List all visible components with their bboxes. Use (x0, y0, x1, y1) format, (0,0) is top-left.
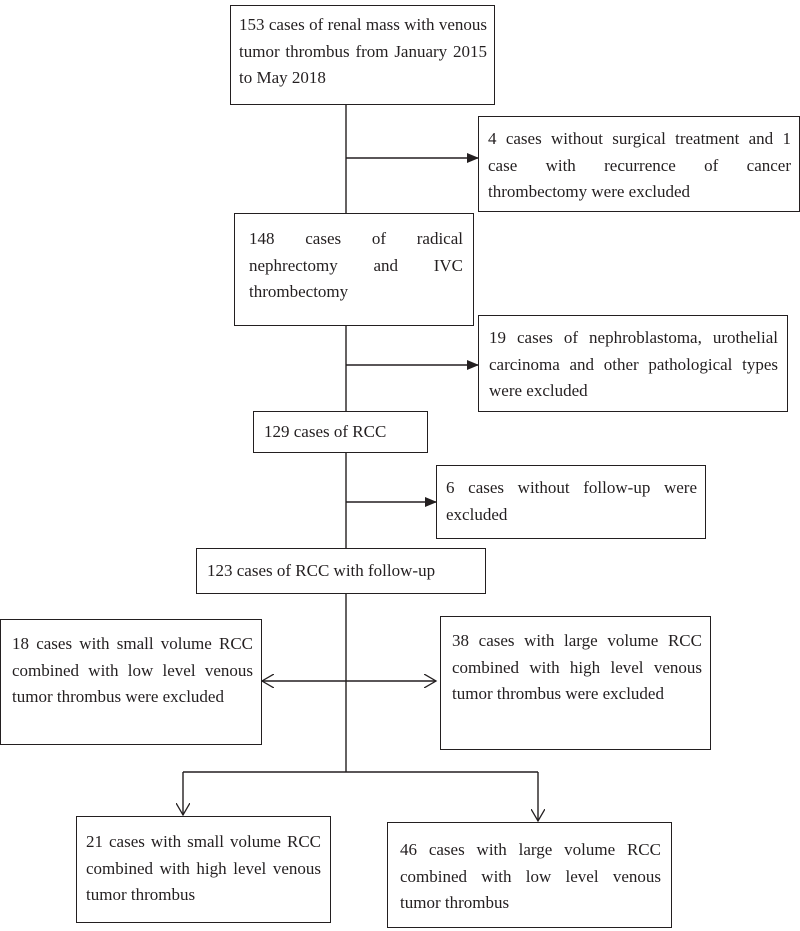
box-rcc-with-followup: 123 cases of RCC with follow-up (196, 548, 486, 594)
box-excluded-pathology: 19 cases of nephroblastoma, urothelial c… (478, 315, 788, 412)
box-excluded-small-low: 18 cases with small volume RCC combined … (0, 619, 262, 745)
box-excluded-no-surgery: 4 cases without surgical treatment and 1… (478, 116, 800, 212)
box-initial-cases-text: 153 cases of renal mass with venous tumo… (239, 15, 487, 87)
box-radical-nephrectomy: 148 cases of radical nephrectomy and IVC… (234, 213, 474, 326)
box-initial-cases: 153 cases of renal mass with venous tumo… (230, 5, 495, 105)
box-excluded-no-followup-text: 6 cases without follow-up were excluded (446, 478, 697, 524)
box-large-volume-low-level: 46 cases with large volume RCC combined … (387, 822, 672, 928)
box-rcc-cases: 129 cases of RCC (253, 411, 428, 453)
box-small-volume-high-level: 21 cases with small volume RCC combined … (76, 816, 331, 923)
box-excluded-no-followup: 6 cases without follow-up were excluded (436, 465, 706, 539)
box-large-volume-low-level-text: 46 cases with large volume RCC combined … (400, 840, 661, 912)
box-radical-nephrectomy-text: 148 cases of radical nephrectomy and IVC… (249, 229, 463, 301)
box-excluded-no-surgery-text: 4 cases without surgical treatment and 1… (488, 129, 791, 201)
box-small-volume-high-level-text: 21 cases with small volume RCC combined … (86, 832, 321, 904)
box-excluded-pathology-text: 19 cases of nephroblastoma, urothelial c… (489, 328, 778, 400)
box-excluded-large-high-text: 38 cases with large volume RCC combined … (452, 631, 702, 703)
box-rcc-cases-text: 129 cases of RCC (264, 422, 387, 441)
box-rcc-with-followup-text: 123 cases of RCC with follow-up (207, 561, 436, 580)
box-excluded-small-low-text: 18 cases with small volume RCC combined … (12, 634, 253, 706)
box-excluded-large-high: 38 cases with large volume RCC combined … (440, 616, 711, 750)
